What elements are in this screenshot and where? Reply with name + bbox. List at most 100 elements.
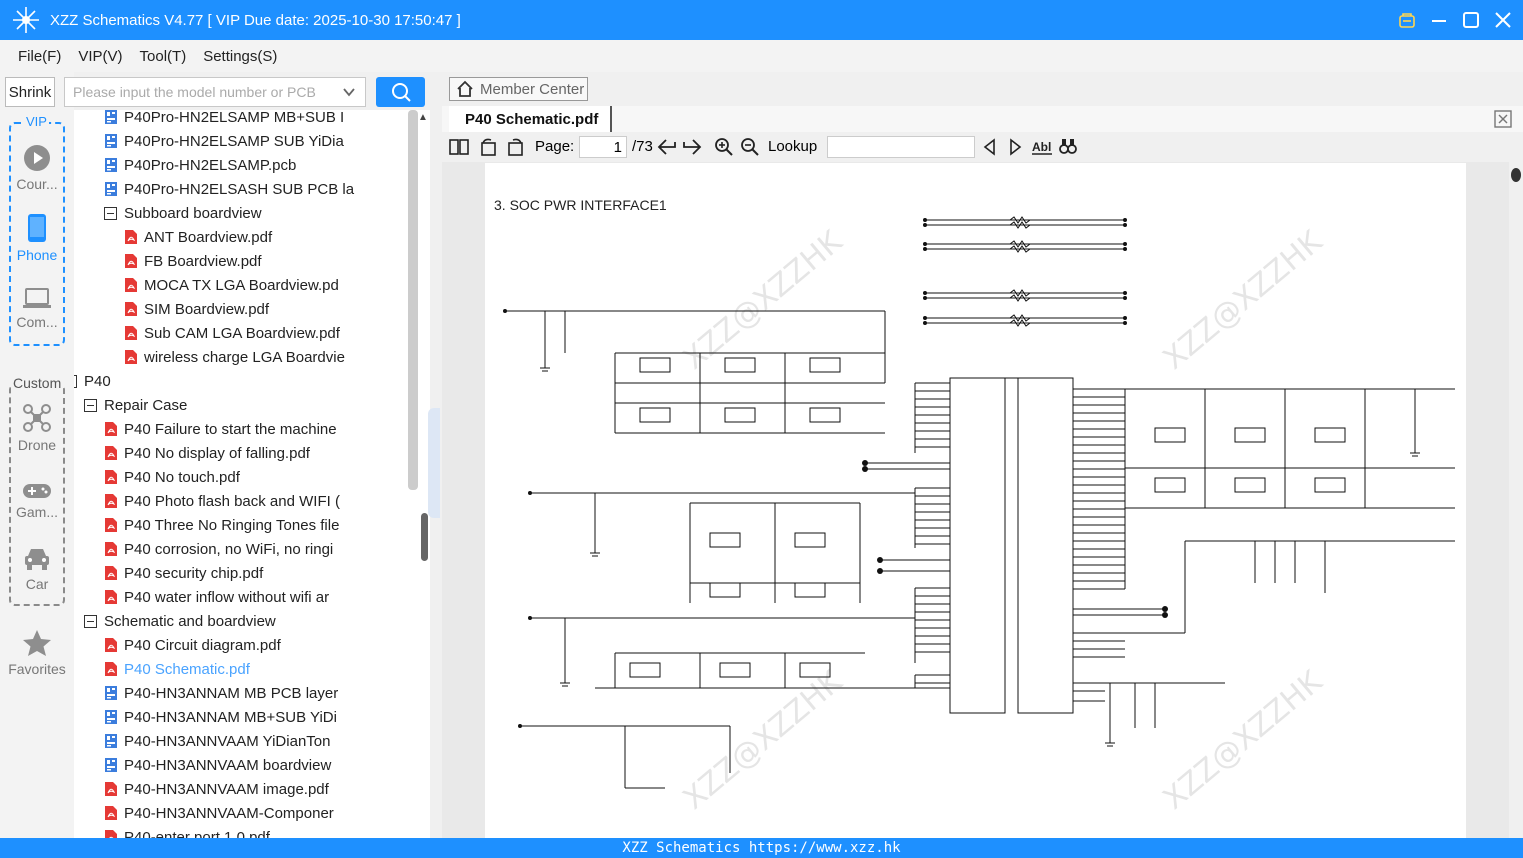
vip-crown-icon[interactable] xyxy=(1397,10,1417,30)
rail-item-favorites[interactable]: Favorites xyxy=(2,629,72,677)
tree-file[interactable]: P40Pro-HN2ELSAMP MB+SUB I xyxy=(104,110,344,129)
match-case-icon[interactable]: Abl xyxy=(1032,137,1052,157)
zoom-in-icon[interactable] xyxy=(714,137,734,157)
rail-item-phone[interactable]: Phone xyxy=(9,213,65,263)
menu-bar: File(F) VIP(V) Tool(T) Settings(S) xyxy=(0,40,1523,72)
page-number-input[interactable] xyxy=(579,136,627,158)
tree-file[interactable]: P40 No touch.pdf xyxy=(104,465,240,489)
tree-item-label: P40Pro-HN2ELSAMP SUB YiDia xyxy=(124,132,344,150)
close-tab-icon[interactable] xyxy=(1494,110,1512,128)
tree-file[interactable]: P40-HN3ANNVAAM boardview xyxy=(104,753,331,777)
tree-file[interactable]: SIM Boardview.pdf xyxy=(124,297,269,321)
tree-file[interactable]: P40 Schematic.pdf xyxy=(104,657,250,681)
tree-item-label: P40 xyxy=(84,372,111,390)
tree-file[interactable]: P40-HN3ANNVAAM YiDianTon xyxy=(104,729,330,753)
member-center-button[interactable]: Member Center xyxy=(449,77,588,101)
previous-page-icon[interactable] xyxy=(657,137,677,157)
gamepad-icon xyxy=(23,484,51,498)
rotate-left-icon[interactable] xyxy=(479,137,499,157)
maximize-button[interactable] xyxy=(1461,10,1481,30)
tree-scrollbar-track[interactable] xyxy=(408,110,418,490)
tab-p40-schematic[interactable]: P40 Schematic.pdf xyxy=(449,106,612,132)
rail-item-games[interactable]: Gam... xyxy=(9,482,65,520)
schematic-page[interactable]: 3. SOC PWR INTERFACE1 XZZ@XZZHK XZZ@XZZH… xyxy=(485,163,1466,839)
tree-file[interactable]: P40 Photo flash back and WIFI ( xyxy=(104,489,340,513)
chevron-down-icon[interactable] xyxy=(341,84,357,100)
shrink-button[interactable]: Shrink xyxy=(5,77,55,107)
collapse-toggle-icon[interactable] xyxy=(74,374,77,388)
tree-file[interactable]: P40-HN3ANNAM MB+SUB YiDi xyxy=(104,705,337,729)
tree-item-label: P40Pro-HN2ELSASH SUB PCB la xyxy=(124,180,355,198)
tree-file[interactable]: P40-HN3ANNVAAM-Componer xyxy=(104,801,334,825)
close-button[interactable] xyxy=(1493,10,1513,30)
tree-file[interactable]: P40Pro-HN2ELSAMP SUB YiDia xyxy=(104,129,344,153)
rail-item-courses[interactable]: Cour... xyxy=(9,144,65,192)
menu-vip[interactable]: VIP(V) xyxy=(78,47,123,65)
find-all-icon[interactable] xyxy=(1058,137,1078,157)
pdf-icon xyxy=(105,494,117,508)
tree-file[interactable]: wireless charge LGA Boardvie xyxy=(124,345,345,369)
document-scrollbar[interactable] xyxy=(1509,162,1523,838)
collapse-toggle-icon[interactable] xyxy=(84,398,97,412)
tree-file[interactable]: P40 corrosion, no WiFi, no ringi xyxy=(104,537,333,561)
rotate-right-icon[interactable] xyxy=(505,137,525,157)
panel-collapse-handle[interactable] xyxy=(428,408,440,518)
collapse-toggle-icon[interactable] xyxy=(84,614,97,628)
tree-scrollbar-thumb[interactable] xyxy=(421,513,428,561)
pdf-icon xyxy=(105,830,117,838)
tree-folder[interactable]: Repair Case xyxy=(84,393,187,417)
tree-folder[interactable]: Subboard boardview xyxy=(104,201,262,225)
star-icon xyxy=(23,630,51,656)
model-search-input[interactable] xyxy=(65,78,335,106)
rail-item-drone[interactable]: Drone xyxy=(9,403,65,453)
tree-file[interactable]: P40-HN3ANNVAAM image.pdf xyxy=(104,777,329,801)
tree-file[interactable]: P40 security chip.pdf xyxy=(104,561,263,585)
schematic-heading: 3. SOC PWR INTERFACE1 xyxy=(494,197,667,213)
rail-item-label: Gam... xyxy=(15,504,58,520)
menu-settings[interactable]: Settings(S) xyxy=(203,47,278,65)
lookup-input[interactable] xyxy=(827,136,975,158)
page-total: /73 xyxy=(632,138,653,155)
tree-folder[interactable]: P40 xyxy=(74,369,111,393)
tree-file[interactable]: P40 water inflow without wifi ar xyxy=(104,585,329,609)
tree-file[interactable]: P40Pro-HN2ELSASH SUB PCB la xyxy=(104,177,354,201)
tree-file[interactable]: P40 No display of falling.pdf xyxy=(104,441,310,465)
tree-file[interactable]: Sub CAM LGA Boardview.pdf xyxy=(124,321,340,345)
tree-file[interactable]: P40 Three No Ringing Tones file xyxy=(104,513,339,537)
tree-item-label: P40 water inflow without wifi ar xyxy=(124,588,330,606)
menu-file[interactable]: File(F) xyxy=(18,47,62,65)
model-search-box[interactable] xyxy=(64,77,366,107)
rail-item-label: Phone xyxy=(16,247,58,263)
rail-item-computer[interactable]: Com... xyxy=(9,288,65,330)
find-next-icon[interactable] xyxy=(1005,137,1025,157)
tree-file[interactable]: P40Pro-HN2ELSAMP.pcb xyxy=(104,153,296,177)
collapse-toggle-icon[interactable] xyxy=(104,206,117,220)
home-icon xyxy=(457,80,473,97)
tree-file[interactable]: P40-HN3ANNAM MB PCB layer xyxy=(104,681,338,705)
scroll-up-icon[interactable] xyxy=(1511,168,1521,182)
next-page-icon[interactable] xyxy=(682,137,702,157)
find-previous-icon[interactable] xyxy=(980,137,1000,157)
rail-item-car[interactable]: Car xyxy=(9,546,65,592)
search-button[interactable] xyxy=(376,77,425,107)
pdf-icon xyxy=(125,254,137,268)
tree-file[interactable]: P40 Circuit diagram.pdf xyxy=(104,633,281,657)
tree-item-label: P40-HN3ANNAM MB PCB layer xyxy=(124,684,339,702)
vip-group-label: VIP xyxy=(24,114,49,129)
tree-file[interactable]: ANT Boardview.pdf xyxy=(124,225,272,249)
play-icon xyxy=(24,145,50,171)
tree-file[interactable]: MOCA TX LGA Boardview.pd xyxy=(124,273,339,297)
pcb-file-icon xyxy=(105,686,117,700)
tree-item-label: Sub CAM LGA Boardview.pdf xyxy=(144,324,340,342)
tree-file[interactable]: P40-enter port 1.0.pdf xyxy=(104,825,270,838)
tree-item-label: P40 No display of falling.pdf xyxy=(124,444,310,462)
tree-folder[interactable]: Schematic and boardview xyxy=(84,609,276,633)
tree-file[interactable]: FB Boardview.pdf xyxy=(124,249,262,273)
zoom-out-icon[interactable] xyxy=(740,137,760,157)
pcb-file-icon xyxy=(105,734,117,748)
two-page-view-icon[interactable] xyxy=(449,137,469,157)
scroll-up-icon[interactable]: ▲ xyxy=(418,112,428,123)
menu-tool[interactable]: Tool(T) xyxy=(139,47,187,65)
tree-file[interactable]: P40 Failure to start the machine xyxy=(104,417,337,441)
minimize-button[interactable] xyxy=(1429,10,1449,30)
